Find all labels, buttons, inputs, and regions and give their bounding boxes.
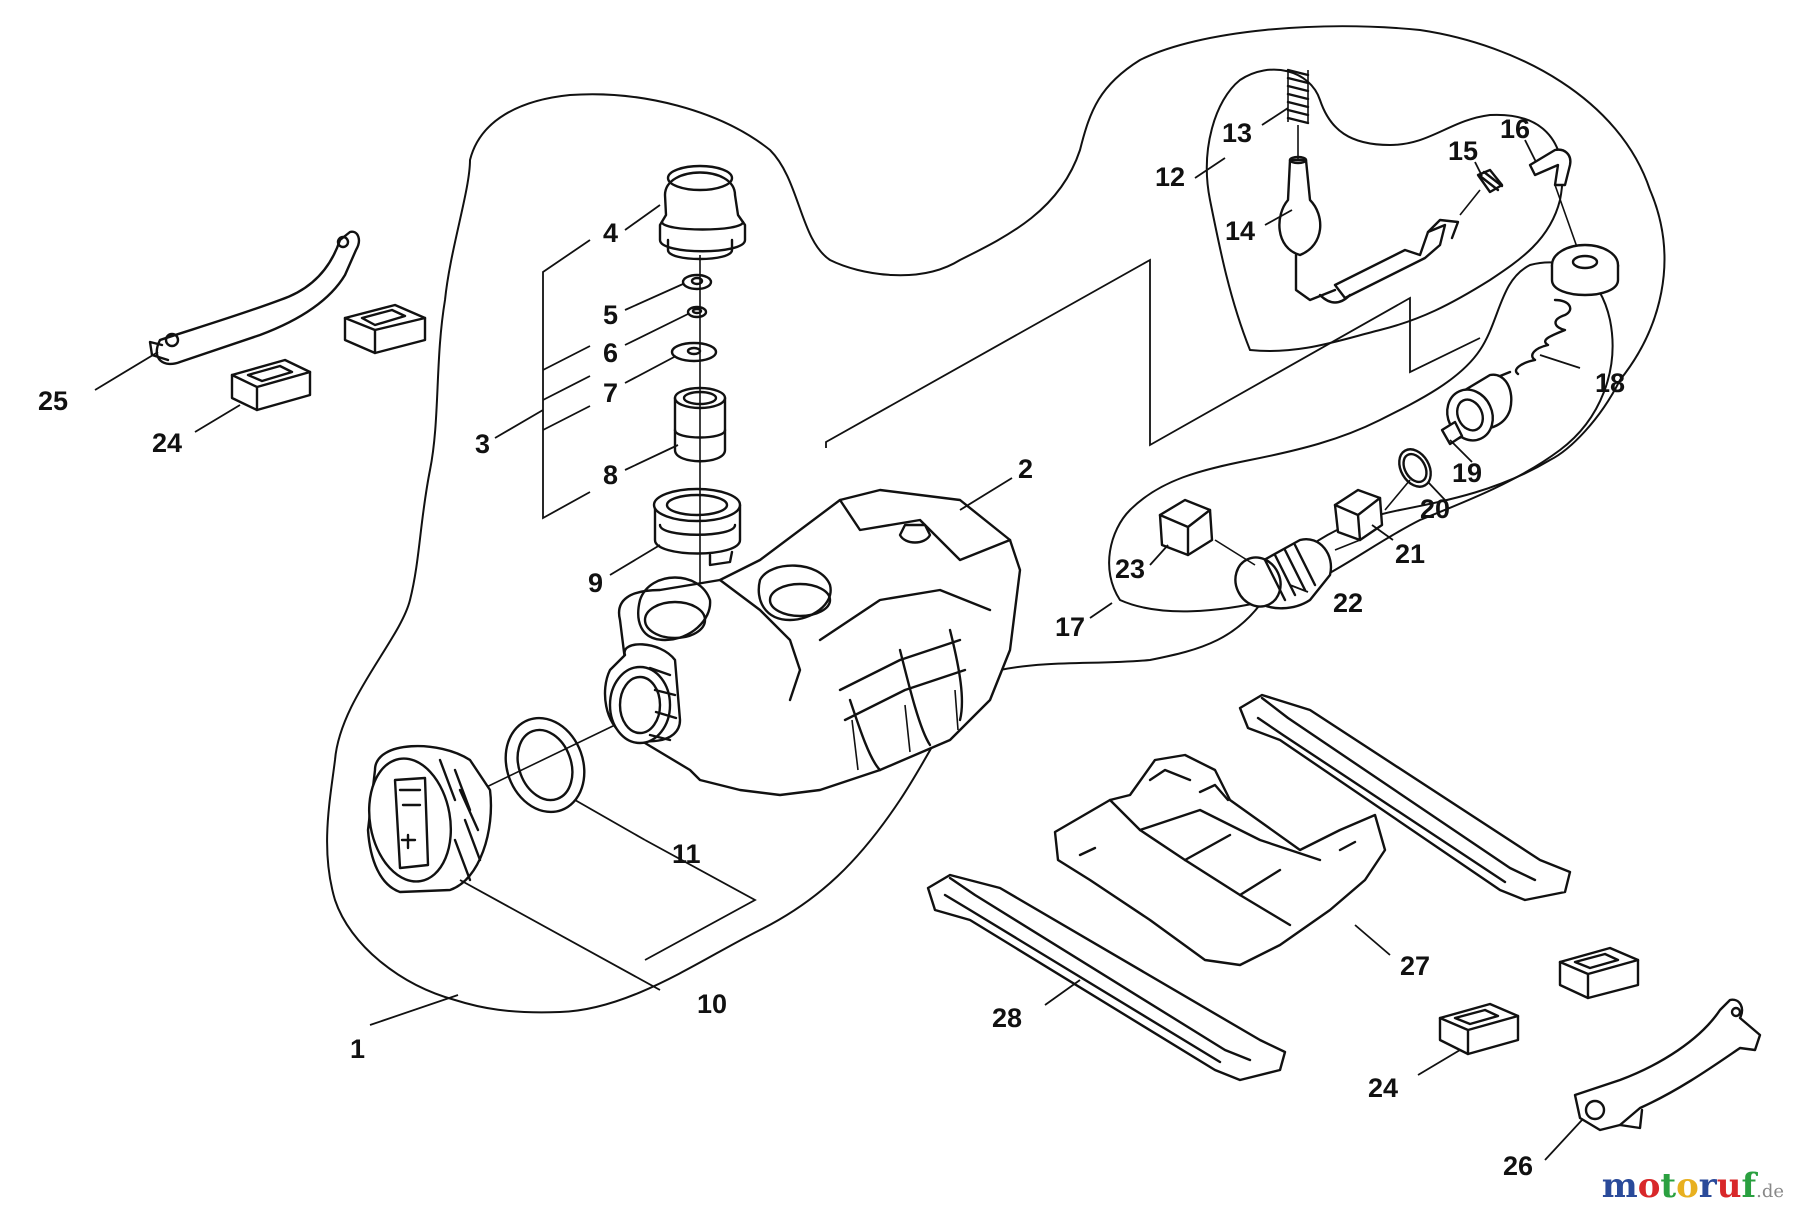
o-ring-part-20: [1398, 448, 1432, 488]
watermark-letter: f: [1741, 1166, 1757, 1206]
callout-labels: 1 2 3 4 5 6 7 8 9 10 11 12 13 14 15 16 1…: [38, 114, 1625, 1181]
leader-lines: [94, 107, 1583, 1161]
callout-7: 7: [603, 378, 618, 408]
callout-10: 10: [697, 989, 727, 1019]
rubber-block-part-24-bottom-b: [1438, 1002, 1520, 1056]
check-valve-part-15: [1476, 168, 1504, 194]
callout-18: 18: [1595, 368, 1625, 398]
fuel-tank-part-2: [603, 488, 1022, 797]
watermark-letter: r: [1698, 1166, 1717, 1206]
fuel-cap-part-10: [366, 744, 493, 894]
callout-17: 17: [1055, 612, 1085, 642]
callout-3: 3: [475, 429, 490, 459]
washer-part-7: [670, 341, 718, 363]
primer-bulb-part-14: [1278, 155, 1337, 302]
cap-part-4: [658, 164, 747, 261]
gasket-axis-line: [469, 724, 616, 796]
fuel-filter-part-22: [1234, 538, 1333, 610]
filter-group-outline: [1108, 261, 1614, 613]
callout-4: 4: [603, 218, 618, 248]
callout-22: 22: [1333, 588, 1363, 618]
watermark-domain: .de: [1756, 1181, 1784, 1202]
callout-27: 27: [1400, 951, 1430, 981]
callout-26: 26: [1503, 1151, 1533, 1181]
callout-15: 15: [1448, 136, 1478, 166]
callout-9: 9: [588, 568, 603, 598]
grommet-part-19: [1440, 420, 1464, 446]
gasket-part-11: [504, 716, 586, 814]
watermark-letter: o: [1637, 1166, 1661, 1206]
callout-16: 16: [1500, 114, 1530, 144]
callout-13: 13: [1222, 118, 1252, 148]
watermark-letter: u: [1716, 1166, 1742, 1206]
callout-24-bottom: 24: [1368, 1073, 1398, 1103]
callout-6: 6: [603, 338, 618, 368]
callout-19: 19: [1452, 458, 1482, 488]
strap-part-28: [926, 873, 1287, 1082]
washer-part-6: [686, 305, 708, 319]
callout-2: 2: [1018, 454, 1033, 484]
strap-part-upper: [1238, 693, 1572, 902]
washer-part-5: [681, 273, 713, 291]
spring-part-13: [1286, 68, 1310, 125]
bracket-part-26: [1573, 998, 1762, 1132]
primer-group-outline: [1205, 68, 1564, 352]
tray-part-27: [1053, 753, 1387, 967]
callout-21: 21: [1395, 539, 1425, 569]
rubber-block-part-24-top-b: [230, 358, 312, 412]
rubber-block-part-24-top-a: [343, 303, 427, 355]
callout-20: 20: [1420, 494, 1450, 524]
callout-1: 1: [350, 1034, 365, 1064]
filter-element-part-21: [1333, 488, 1384, 542]
bracket-3: [542, 239, 591, 520]
elbow-connector-line: [1554, 184, 1579, 251]
callout-12: 12: [1155, 162, 1185, 192]
watermark-logo: motoruf.de: [1602, 1166, 1784, 1206]
callout-5: 5: [603, 300, 618, 330]
rubber-block-part-24-bottom-a: [1558, 946, 1640, 1000]
primer-tube-part-12: [1318, 189, 1481, 304]
callout-25: 25: [38, 386, 68, 416]
watermark-letter: m: [1601, 1166, 1638, 1206]
callout-23: 23: [1115, 554, 1145, 584]
pickup-part-18: [1478, 243, 1620, 387]
foam-part-23: [1158, 498, 1214, 557]
connector-line: [825, 258, 1481, 448]
elbow-part-16: [1528, 148, 1572, 187]
watermark-letter: t: [1660, 1166, 1677, 1206]
callout-8: 8: [603, 460, 618, 490]
filter-axis-line: [1214, 539, 1256, 566]
bracket-part-25: [148, 230, 361, 366]
callout-24-top: 24: [152, 428, 182, 458]
watermark-letter: o: [1676, 1166, 1699, 1206]
fitting-part-9: [652, 487, 742, 567]
callout-28: 28: [992, 1003, 1022, 1033]
callout-14: 14: [1225, 216, 1255, 246]
callout-11: 11: [672, 839, 701, 869]
